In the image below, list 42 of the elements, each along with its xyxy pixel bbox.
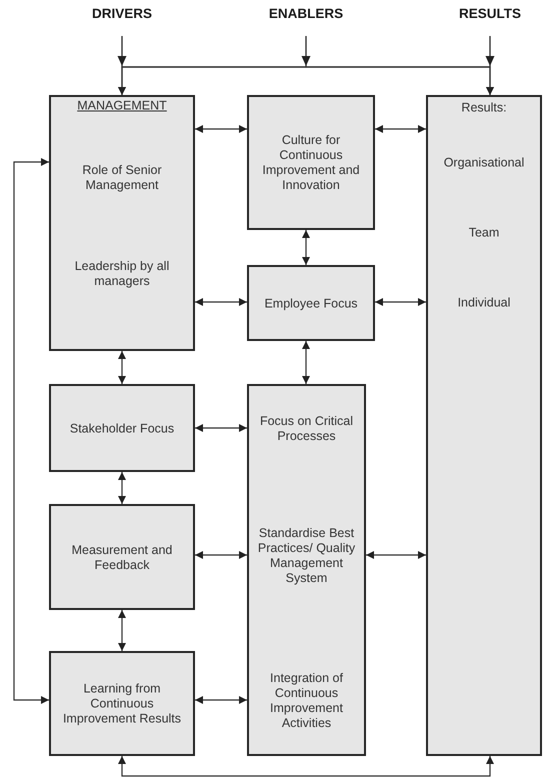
arrow [118, 472, 126, 504]
box-label: Learning from Continuous Improvement Results [62, 682, 182, 726]
arrow [302, 230, 310, 265]
process-box [49, 651, 195, 756]
arrow [375, 298, 426, 306]
arrow [486, 36, 494, 95]
process-box [426, 95, 542, 756]
column-heading: RESULTS [445, 4, 535, 36]
column-heading: DRIVERS [77, 4, 167, 36]
process-box [49, 95, 195, 351]
arrow [375, 125, 426, 133]
box-label: Stakeholder Focus [70, 422, 174, 436]
box-label: Leadership by all managers [74, 259, 170, 289]
arrow [195, 125, 247, 133]
process-box [247, 95, 375, 230]
box-label: Individual [458, 296, 510, 310]
arrow [118, 351, 126, 384]
box-label: Employee Focus [264, 296, 358, 312]
arrow [118, 756, 494, 777]
process-box [49, 504, 195, 610]
arrow [366, 551, 426, 559]
box-label: Standardise Best Practices/ Quality Management System [256, 526, 356, 586]
box-label: Results: [461, 100, 507, 116]
box-label: MANAGEMENT [77, 98, 167, 114]
box-label: Measurement and Feedback [70, 543, 174, 573]
box-label: Organisational [444, 156, 524, 170]
arrow [195, 696, 247, 704]
arrow [195, 551, 247, 559]
box-label: Role of Senior Management [81, 163, 163, 193]
box-label: Focus on Critical Processes [258, 414, 354, 444]
arrow [195, 298, 247, 306]
process-box [49, 384, 195, 472]
box-label: Team [468, 226, 500, 240]
arrow [118, 610, 126, 651]
box-label: Culture for Continuous Improvement and Innovation [261, 133, 361, 193]
arrow [195, 424, 247, 432]
process-box [247, 265, 375, 341]
process-box [247, 384, 366, 756]
box-label: Integration of Continuous Improvement Activities [269, 671, 344, 731]
arrow [13, 158, 49, 704]
column-heading: ENABLERS [256, 4, 356, 36]
arrow [302, 341, 310, 384]
